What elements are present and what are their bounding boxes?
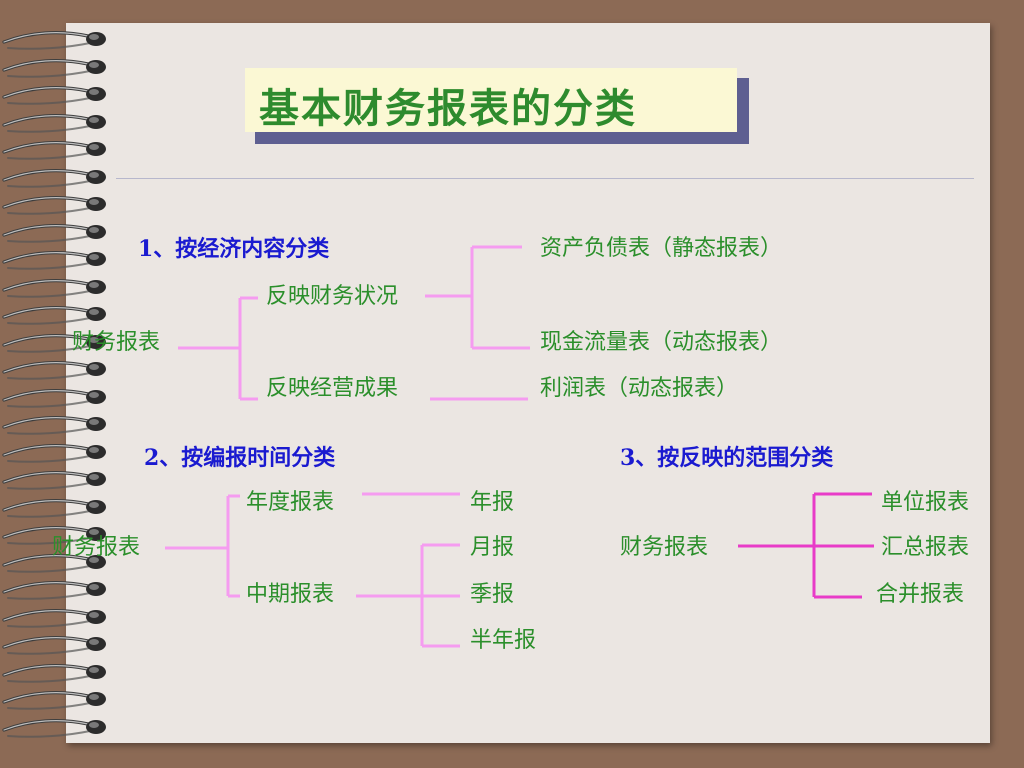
spiral-binding-ring-icon: [2, 443, 106, 463]
section3-root: 财务报表: [620, 535, 709, 560]
spiral-binding-ring-icon: [2, 526, 106, 545]
section1-branch-financial-position: 反映财务状况: [266, 284, 399, 309]
spiral-binding-ring-icon: [2, 498, 106, 518]
spiral-binding-ring-icon: [2, 471, 106, 490]
spiral-binding-ring-icon: [2, 608, 106, 628]
section3-heading: 3、按反映的范围分类: [620, 445, 834, 471]
spiral-binding-ring-icon: [2, 223, 106, 243]
section2-monthly-report: 月报: [470, 535, 515, 560]
spiral-binding-ring-icon: [2, 113, 106, 133]
spiral-binding-ring-icon: [2, 278, 106, 298]
section2-connectors: [165, 492, 460, 648]
spiral-binding-ring-icon: [2, 58, 106, 78]
spiral-binding-ring-icon: [2, 636, 106, 655]
section1-root: 财务报表: [72, 330, 161, 355]
spiral-binding-ring-icon: [2, 553, 106, 573]
spiral-binding-ring-icon: [2, 333, 106, 353]
section1-income-statement: 利润表（动态报表）: [540, 376, 739, 401]
title-box: 基本财务报表的分类: [245, 68, 737, 132]
spiral-binding-ring-icon: [2, 31, 106, 50]
spiral-binding-ring-icon: [2, 691, 106, 710]
section1-balance-sheet: 资产负债表（静态报表）: [540, 236, 783, 261]
spiral-binding-ring-icon: [2, 306, 106, 325]
spiral-binding-ring-icon: [2, 141, 106, 160]
section3-summary-report: 汇总报表: [881, 535, 970, 560]
spiral-binding-ring-icon: [2, 196, 106, 215]
section1-heading: 1、按经济内容分类: [138, 236, 330, 262]
spiral-binding-ring-icon: [2, 663, 106, 683]
spiral-binding-ring-icon: [2, 251, 106, 270]
section2-branch-annual: 年度报表: [246, 490, 335, 515]
spiral-binding-ring-icon: [2, 168, 106, 188]
spiral-binding-ring-icon: [2, 581, 106, 600]
section2-quarterly-report: 季报: [470, 582, 515, 607]
divider-line: [116, 178, 974, 179]
slide-title: 基本财务报表的分类: [259, 85, 637, 132]
spiral-binding-ring-icon: [2, 86, 106, 105]
section2-half-year-report: 半年报: [470, 628, 537, 653]
section1-branch-operating-results: 反映经营成果: [266, 376, 399, 401]
section2-root: 财务报表: [52, 535, 141, 560]
spiral-binding-ring-icon: [2, 416, 106, 435]
section1-cash-flow-statement: 现金流量表（动态报表）: [540, 330, 783, 355]
section3-connectors: [738, 492, 874, 599]
spiral-binding-ring-icon: [2, 361, 106, 380]
spiral-binding-ring-icon: [2, 388, 106, 408]
section2-heading: 2、按编报时间分类: [144, 445, 336, 471]
section2-yearly-report: 年报: [470, 490, 515, 515]
section2-branch-interim: 中期报表: [246, 582, 335, 607]
section3-consolidated-report: 合并报表: [876, 582, 965, 607]
section3-unit-report: 单位报表: [881, 490, 970, 515]
spiral-binding-ring-icon: [2, 718, 106, 738]
section1-connectors: [178, 245, 530, 401]
